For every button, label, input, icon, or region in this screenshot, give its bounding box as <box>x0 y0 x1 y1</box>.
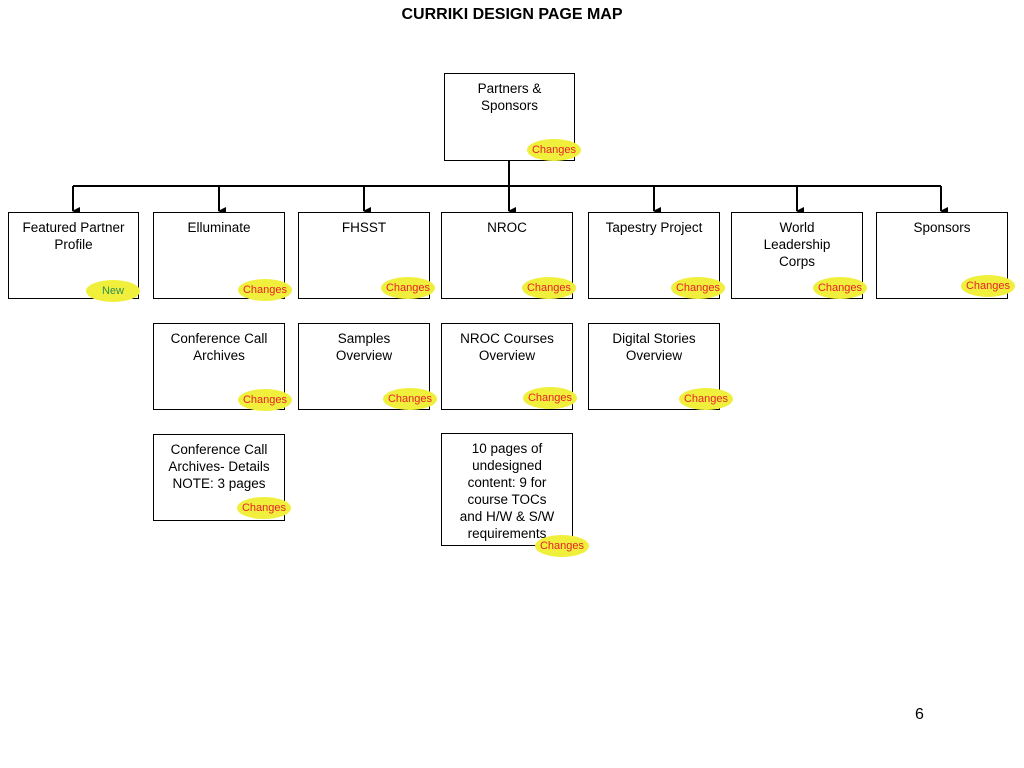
node-label: NROC Courses Overview <box>460 331 554 363</box>
node-ten-pages-undesigned: 10 pages of undesigned content: 9 for co… <box>441 433 573 546</box>
changes-tag: Changes <box>813 277 867 299</box>
node-label: 10 pages of undesigned content: 9 for co… <box>459 441 555 541</box>
node-tapestry-project: Tapestry Project <box>588 212 720 299</box>
node-label: Featured Partner Profile <box>22 220 125 252</box>
changes-tag: Changes <box>522 277 576 299</box>
changes-tag: Changes <box>381 277 435 299</box>
changes-tag: Changes <box>237 497 291 519</box>
changes-tag: Changes <box>535 535 589 557</box>
node-label: FHSST <box>341 220 387 235</box>
node-label: Conference Call Archives <box>170 331 268 363</box>
changes-tag: Changes <box>679 388 733 410</box>
changes-tag: Changes <box>527 139 581 161</box>
changes-tag: Changes <box>238 279 292 301</box>
node-label: World Leadership Corps <box>763 220 831 269</box>
page-number: 6 <box>915 706 924 723</box>
node-label: Conference Call Archives- Details NOTE: … <box>168 442 270 491</box>
changes-tag: Changes <box>671 277 725 299</box>
node-label: Elluminate <box>187 220 251 235</box>
changes-tag: Changes <box>961 275 1015 297</box>
changes-tag: Changes <box>523 387 577 409</box>
node-label: Samples Overview <box>335 331 393 363</box>
node-label: Tapestry Project <box>605 220 703 235</box>
node-label: Sponsors <box>913 220 971 235</box>
page-title: CURRIKI DESIGN PAGE MAP <box>401 6 623 23</box>
node-sponsors: Sponsors <box>876 212 1008 299</box>
new-tag: New <box>86 280 140 302</box>
node-label: Digital Stories Overview <box>612 331 696 363</box>
node-label: Partners & Sponsors <box>477 81 542 113</box>
changes-tag: Changes <box>383 388 437 410</box>
node-label: NROC <box>487 220 527 235</box>
changes-tag: Changes <box>238 389 292 411</box>
